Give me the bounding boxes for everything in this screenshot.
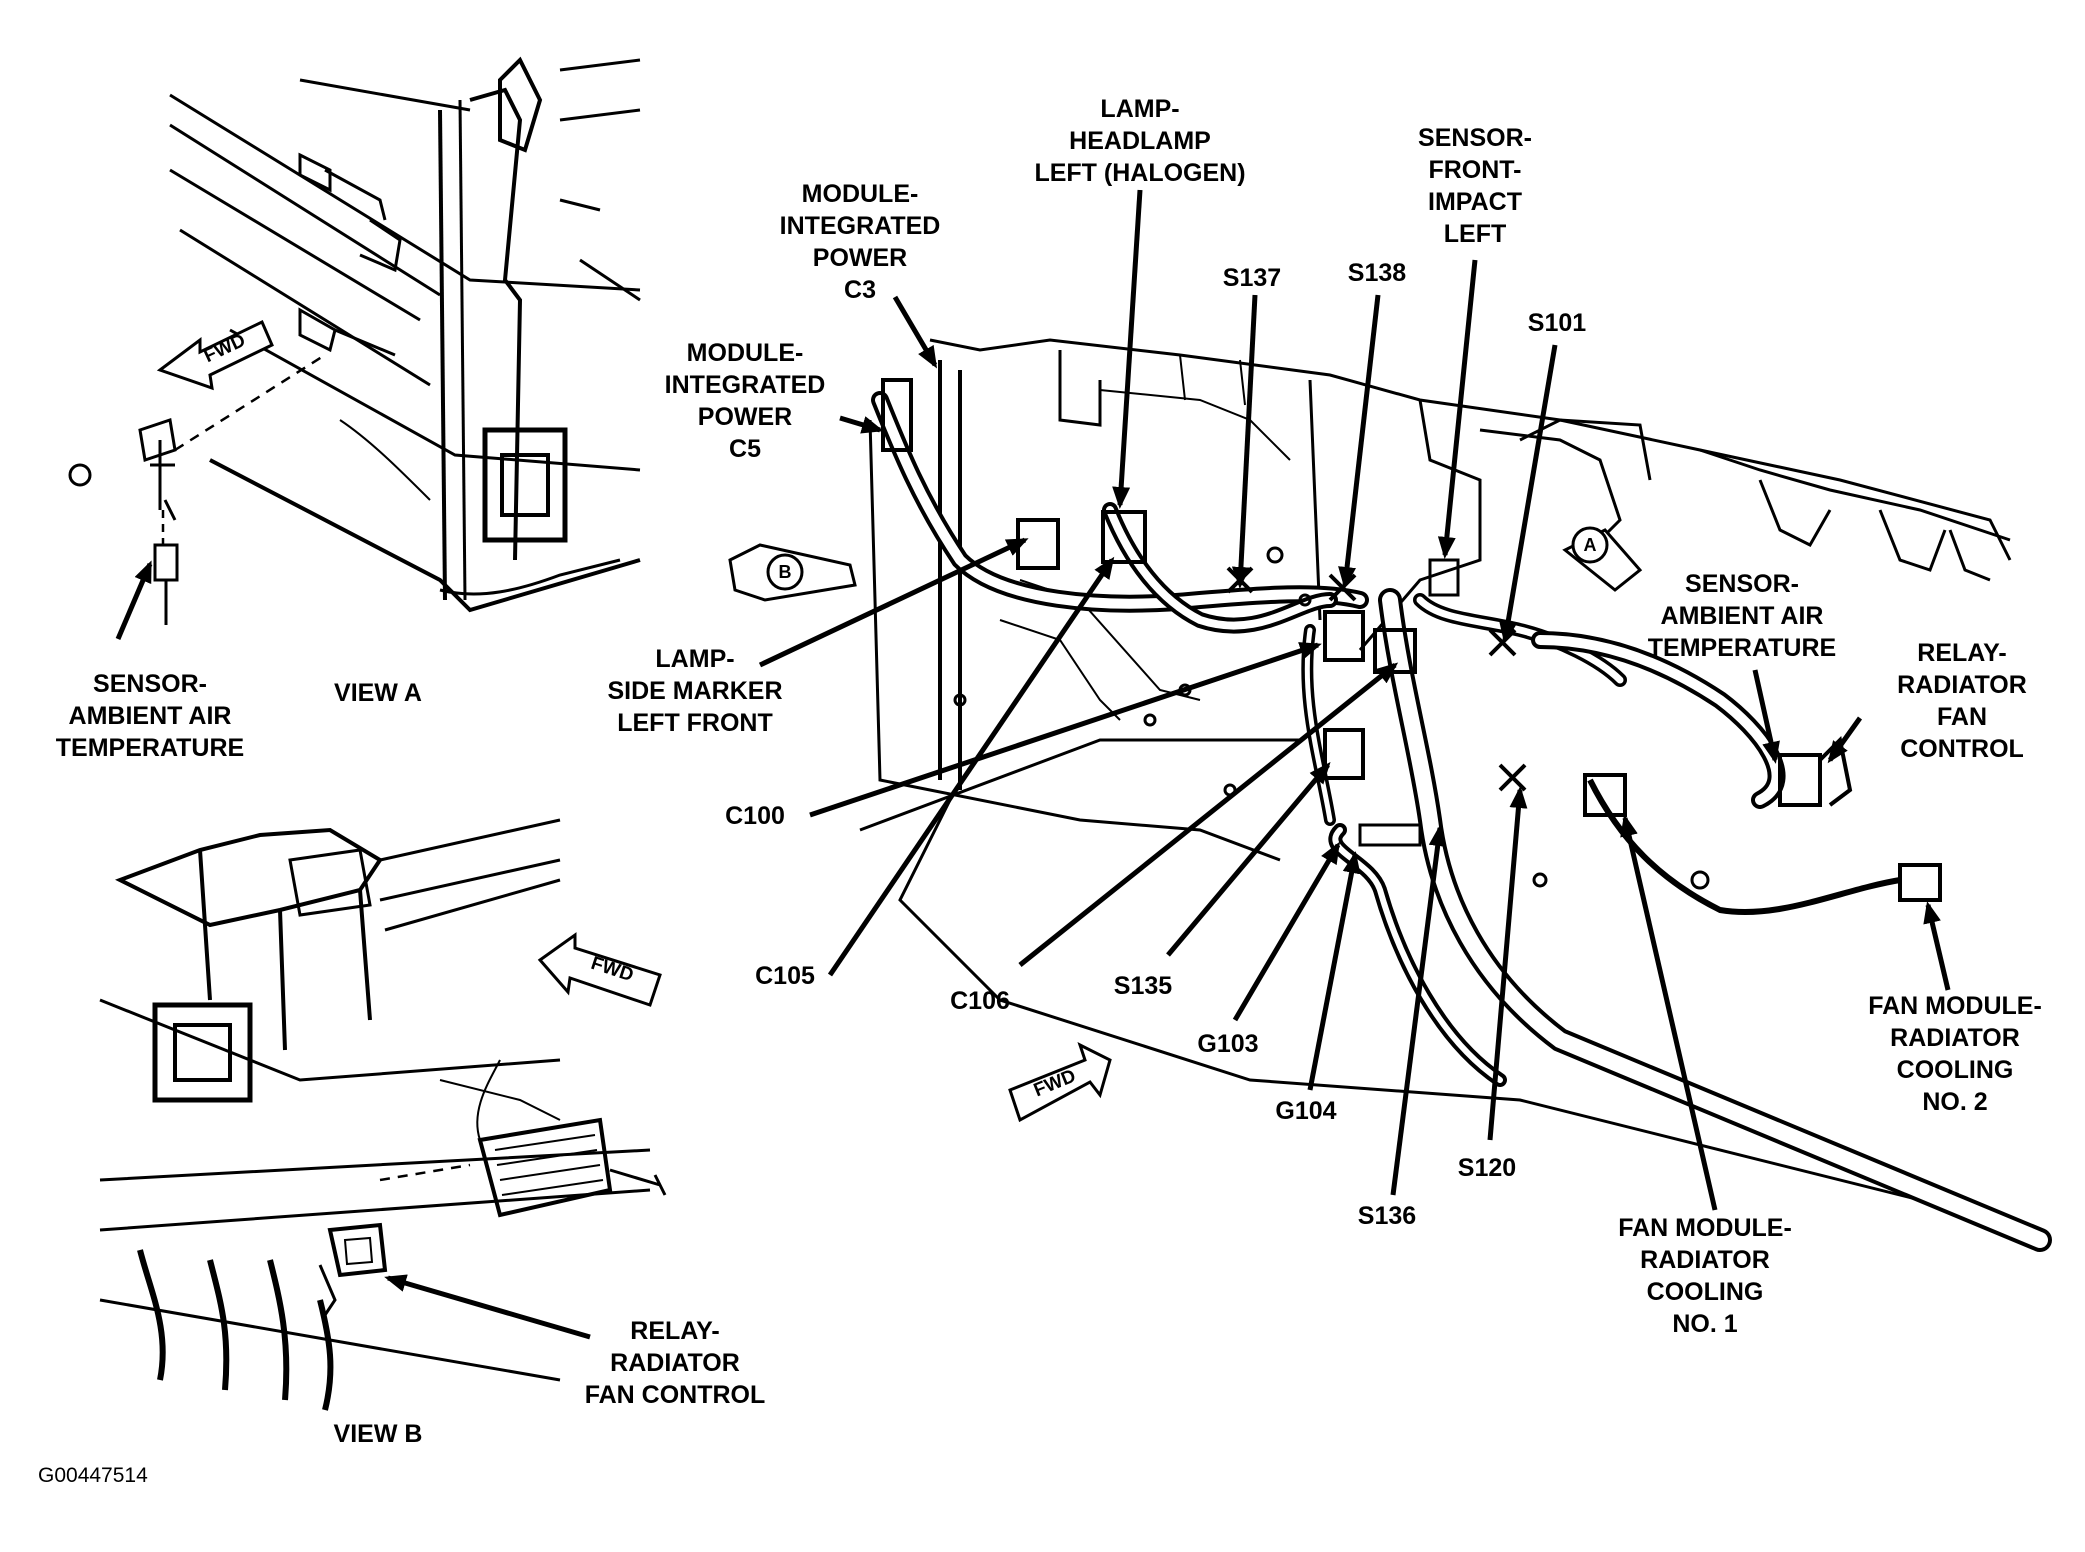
label-view-a: VIEW A — [334, 679, 422, 707]
label-c106: C106 — [950, 987, 1010, 1015]
view-b-illustration — [99, 818, 667, 1411]
label-sensor-ambient-main: SENSOR- AMBIENT AIR TEMPERATURE — [1647, 570, 1837, 662]
label-s137: S137 — [1222, 264, 1282, 292]
label-lamp-headlamp-left: LAMP- HEADLAMP LEFT (HALOGEN) — [1034, 95, 1246, 187]
view-a-callout — [1562, 526, 1643, 592]
label-c100: C100 — [725, 802, 785, 830]
view-a-fwd-arrow — [156, 319, 274, 391]
badge-a-letter: A — [1583, 535, 1597, 555]
label-sensor-front-impact-left: SENSOR- FRONT- IMPACT LEFT — [1418, 124, 1532, 248]
label-fan-module-2: FAN MODULE- RADIATOR COOLING NO. 2 — [1868, 992, 2042, 1116]
label-s136: S136 — [1357, 1202, 1417, 1230]
leader-lines — [758, 189, 1951, 1211]
badge-b-letter: B — [778, 562, 792, 582]
label-s135: S135 — [1113, 972, 1173, 1000]
view-b-relay-leader — [384, 1274, 591, 1340]
label-relay-radiator-fan-main: RELAY- RADIATOR FAN CONTROL — [1897, 639, 2027, 763]
view-a-sensor-leader — [115, 560, 153, 640]
view-b-fwd-arrow — [537, 932, 662, 1007]
label-view-b: VIEW B — [333, 1420, 423, 1448]
view-a-illustration — [68, 56, 641, 625]
view-b-callout — [728, 543, 857, 602]
main-fwd-arrow — [1008, 1042, 1112, 1123]
label-lamp-side-marker: LAMP- SIDE MARKER LEFT FRONT — [607, 645, 783, 737]
label-s101: S101 — [1527, 309, 1587, 337]
label-s120: S120 — [1457, 1154, 1517, 1182]
label-relay-view-b: RELAY- RADIATOR FAN CONTROL — [584, 1317, 766, 1409]
label-sensor-ambient-view-a: SENSOR- AMBIENT AIR TEMPERATURE — [55, 670, 245, 762]
label-s138: S138 — [1347, 259, 1407, 287]
figure-id: G00447514 — [38, 1464, 148, 1487]
label-module-ipm-c3: MODULE- INTEGRATED POWER C3 — [779, 180, 941, 304]
label-fan-module-1: FAN MODULE- RADIATOR COOLING NO. 1 — [1618, 1214, 1792, 1338]
label-g104: G104 — [1275, 1097, 1337, 1125]
label-g103: G103 — [1197, 1030, 1259, 1058]
label-module-ipm-c5: MODULE- INTEGRATED POWER C5 — [664, 339, 826, 463]
label-c105: C105 — [755, 962, 815, 990]
